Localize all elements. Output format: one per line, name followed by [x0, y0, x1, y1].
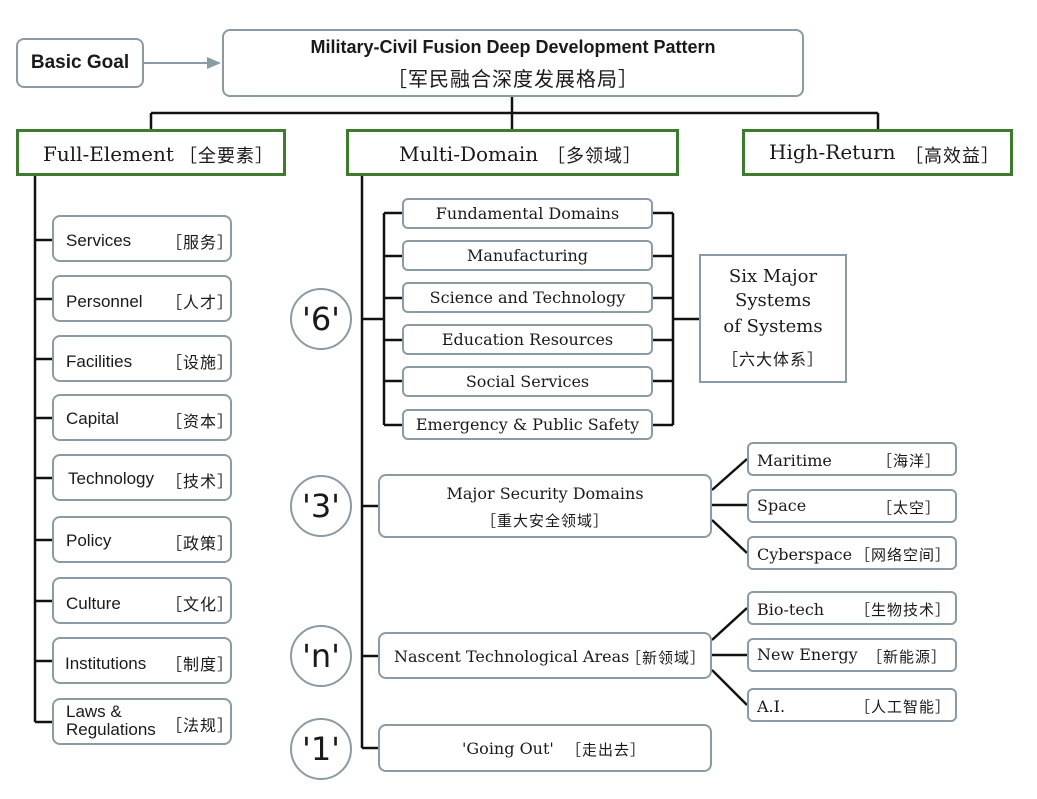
domain-manufacturing: Manufacturing	[402, 240, 653, 271]
element-capital: Capital ［资本］	[52, 394, 235, 441]
element-personnel: Personnel ［人才］	[52, 275, 235, 322]
pillar-high-return: High-Return ［高效益］	[742, 129, 1013, 176]
pillar-high-return-label: High-Return	[769, 140, 896, 164]
security-space: Space ［太空］	[747, 489, 957, 523]
domain-science-technology: Science and Technology	[402, 282, 653, 313]
element-technology: Technology ［技术］	[52, 454, 235, 501]
element-cn: ［文化］	[166, 595, 235, 614]
pillar-multi-domain-label: Multi-Domain	[399, 142, 539, 166]
six-systems-cn: ［六大体系］	[721, 350, 824, 369]
element-label: Laws &	[66, 702, 122, 721]
domain-label: Emergency & Public Safety	[415, 415, 640, 434]
going-out-label: 'Going Out'	[462, 739, 554, 758]
element-cn: ［技术］	[166, 472, 235, 491]
marker-six: '6'	[290, 288, 352, 350]
security-item-label: Cyberspace	[757, 545, 853, 564]
basic-goal-label: Basic Goal	[30, 52, 130, 73]
nascent-item-cn: ［新能源］	[867, 648, 948, 666]
six-systems-line1: Six Major	[728, 266, 818, 287]
pillar-high-return-cn: ［高效益］	[905, 146, 1000, 167]
domain-label: Social Services	[465, 372, 590, 391]
element-cn: ［人才］	[166, 293, 235, 312]
element-facilities: Facilities ［设施］	[52, 335, 235, 382]
domain-emergency: Emergency & Public Safety	[402, 409, 653, 440]
element-label: Technology	[68, 469, 155, 488]
nascent-new-energy: New Energy ［新能源］	[747, 638, 957, 672]
element-cn: ［政策］	[166, 534, 235, 553]
domain-label: Education Resources	[441, 330, 614, 349]
element-cn: ［法规］	[166, 716, 235, 735]
six-systems-line2: Systems	[735, 290, 811, 311]
six-systems-line3: of Systems	[723, 316, 823, 337]
security-item-cn: ［海洋］	[877, 452, 942, 470]
domain-fundamental: Fundamental Domains	[402, 198, 653, 229]
top-title: Military-Civil Fusion Deep Development P…	[310, 37, 716, 57]
element-label: Institutions	[65, 654, 147, 673]
security-maritime: Maritime ［海洋］	[747, 442, 957, 476]
nascent-item-cn: ［生物技术］	[855, 601, 952, 619]
security-domains-cn: ［重大安全领域］	[480, 512, 609, 530]
domain-label: Science and Technology	[429, 288, 626, 307]
security-item-cn: ［网络空间］	[855, 546, 952, 564]
nascent-item-label: New Energy	[757, 645, 858, 664]
element-institutions: Institutions ［制度］	[52, 637, 235, 684]
security-domains-label: Major Security Domains	[446, 484, 644, 503]
element-label: Culture	[66, 594, 121, 613]
element-label: Personnel	[66, 292, 143, 311]
nascent-biotech: Bio-tech ［生物技术］	[747, 591, 957, 625]
security-cyberspace: Cyberspace ［网络空间］	[747, 536, 957, 570]
security-item-label: Maritime	[757, 451, 832, 470]
nascent-areas-label: Nascent Technological Areas	[394, 647, 630, 666]
six-systems-box: Six Major Systems of Systems ［六大体系］	[699, 254, 847, 383]
going-out-cn: ［走出去］	[566, 741, 647, 759]
security-item-cn: ［太空］	[877, 499, 942, 517]
nascent-ai: A.I. ［人工智能］	[747, 688, 957, 722]
domain-education: Education Resources	[402, 324, 653, 355]
pillar-multi-domain-cn: ［多领域］	[547, 146, 642, 167]
security-item-label: Space	[757, 496, 807, 515]
element-policy: Policy ［政策］	[52, 516, 235, 563]
marker-three: '3'	[290, 475, 352, 537]
domain-social-services: Social Services	[402, 366, 653, 397]
domain-label: Fundamental Domains	[435, 204, 620, 223]
element-cn: ［制度］	[166, 655, 235, 674]
element-label: Services	[66, 231, 132, 250]
pillar-full-element-label: Full-Element	[43, 142, 174, 166]
marker-one: '1'	[290, 718, 352, 780]
element-label: Facilities	[66, 352, 133, 371]
top-title-box: Military-Civil Fusion Deep Development P…	[222, 29, 804, 97]
pillar-full-element-cn: ［全要素］	[179, 146, 274, 167]
nascent-item-label: A.I.	[757, 697, 786, 716]
element-label-line2: Regulations	[66, 720, 156, 739]
element-label: Capital	[66, 409, 119, 428]
element-services: Services ［服务］	[52, 215, 235, 262]
element-cn: ［服务］	[166, 233, 235, 252]
basic-goal-box: Basic Goal	[16, 38, 144, 88]
nascent-item-cn: ［人工智能］	[855, 698, 952, 716]
going-out-box: 'Going Out' ［走出去］	[378, 724, 712, 772]
domain-label: Manufacturing	[467, 246, 588, 265]
element-culture: Culture ［文化］	[52, 577, 235, 624]
nascent-areas-box: Nascent Technological Areas ［新领域］	[378, 632, 712, 679]
element-cn: ［资本］	[166, 412, 235, 431]
marker-n: 'n'	[290, 625, 352, 687]
top-title-cn: ［军民融合深度发展格局］	[387, 67, 639, 91]
nascent-areas-cn: ［新领域］	[626, 649, 707, 667]
element-label: Policy	[66, 531, 112, 550]
security-domains-box: Major Security Domains ［重大安全领域］	[378, 474, 712, 538]
element-laws-regulations: Laws & Regulations ［法规］	[52, 698, 235, 745]
element-cn: ［设施］	[166, 353, 235, 372]
nascent-item-label: Bio-tech	[757, 600, 825, 619]
pillar-full-element: Full-Element ［全要素］	[16, 129, 286, 176]
pillar-multi-domain: Multi-Domain ［多领域］	[346, 129, 679, 176]
